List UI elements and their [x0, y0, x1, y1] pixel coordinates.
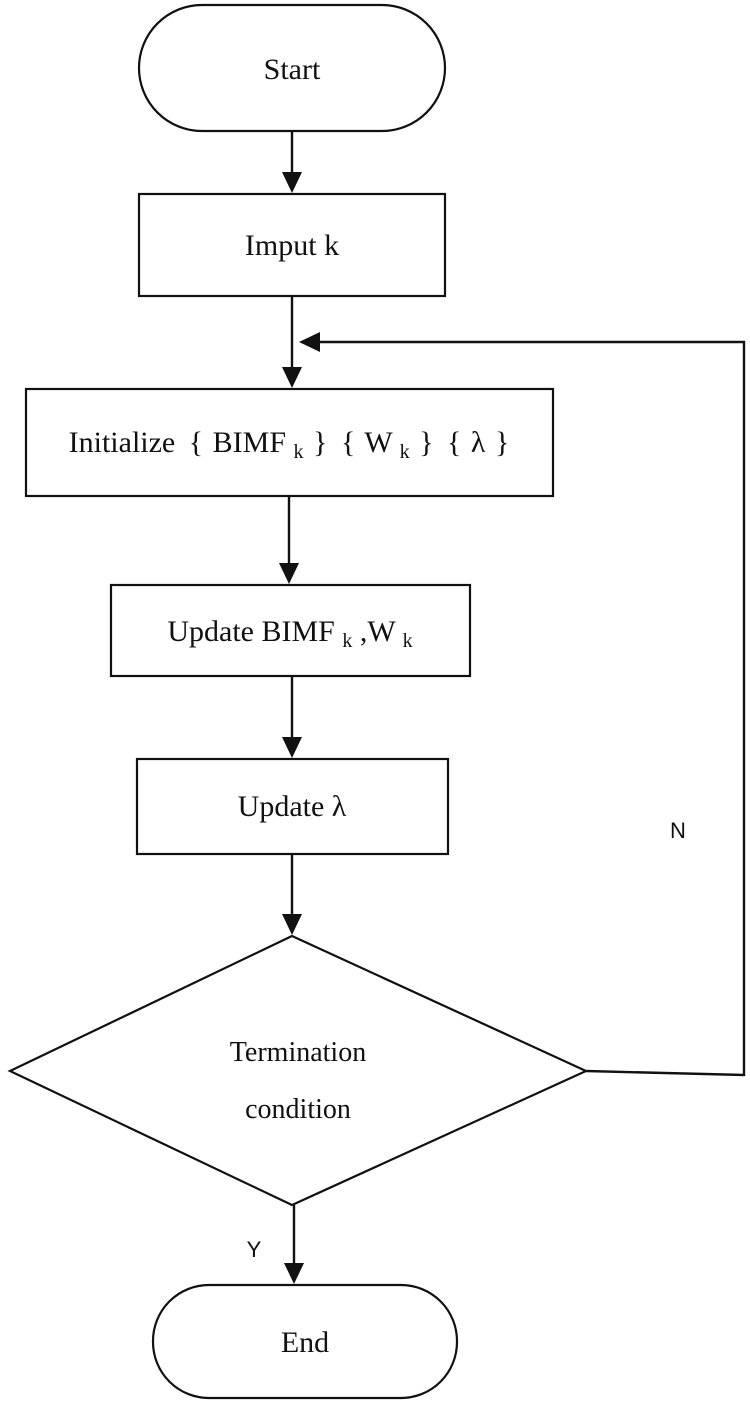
initialize-brace-close-1: }: [313, 426, 327, 459]
decision-label-line1: Termination: [230, 1037, 366, 1068]
initialize-brace-open-3: {: [447, 426, 461, 459]
update-bimf-subscript: k: [342, 630, 352, 652]
update-bimf-label: Update BIMF k ,W k: [167, 615, 412, 654]
edge-initialize-to-update-bimf: [279, 496, 299, 584]
initialize-lambda: λ: [471, 426, 486, 459]
edge-decision-no-loop: [299, 332, 746, 1077]
initialize-brace-close-3: }: [495, 426, 509, 459]
input-k-node: Imput k: [137, 192, 447, 298]
edge-decision-yes-to-end: [284, 1205, 304, 1284]
edge-label-no: N: [670, 818, 686, 843]
initialize-brace-close-2: }: [419, 426, 433, 459]
update-lambda-node: Update λ: [135, 757, 450, 856]
edge-start-to-input: [282, 131, 302, 193]
initialize-brace-open-1: {: [189, 426, 203, 459]
start-node: Start: [137, 3, 447, 133]
initialize-w-subscript: k: [400, 441, 410, 463]
edge-update-bimf-to-update-lambda: [282, 676, 302, 758]
end-node: End: [151, 1283, 459, 1400]
update-bimf-separator: ,W: [360, 615, 397, 648]
update-bimf-prefix: Update BIMF: [167, 615, 335, 648]
initialize-prefix: Initialize: [69, 426, 176, 459]
initialize-w: W: [364, 426, 393, 459]
start-label: Start: [264, 53, 321, 86]
edge-input-to-initialize: [282, 296, 302, 388]
termination-decision-node: Termination condition: [7, 934, 589, 1207]
edge-update-lambda-to-decision: [282, 854, 302, 935]
initialize-bimf-subscript: k: [294, 441, 304, 463]
edge-label-yes: Y: [247, 1237, 262, 1262]
decision-label-line2: condition: [245, 1094, 351, 1125]
update-w-subscript: k: [403, 630, 413, 652]
initialize-bimf: BIMF: [213, 426, 286, 459]
input-k-label: Imput k: [245, 229, 339, 262]
initialize-node: Initialize { BIMF k } { W k } { λ }: [24, 387, 555, 498]
update-lambda-label: Update λ: [238, 790, 347, 823]
end-label: End: [281, 1326, 329, 1359]
initialize-brace-open-2: {: [341, 426, 355, 459]
update-bimf-node: Update BIMF k ,W k: [109, 583, 472, 678]
initialize-label: Initialize { BIMF k } { W k } { λ }: [69, 426, 510, 465]
